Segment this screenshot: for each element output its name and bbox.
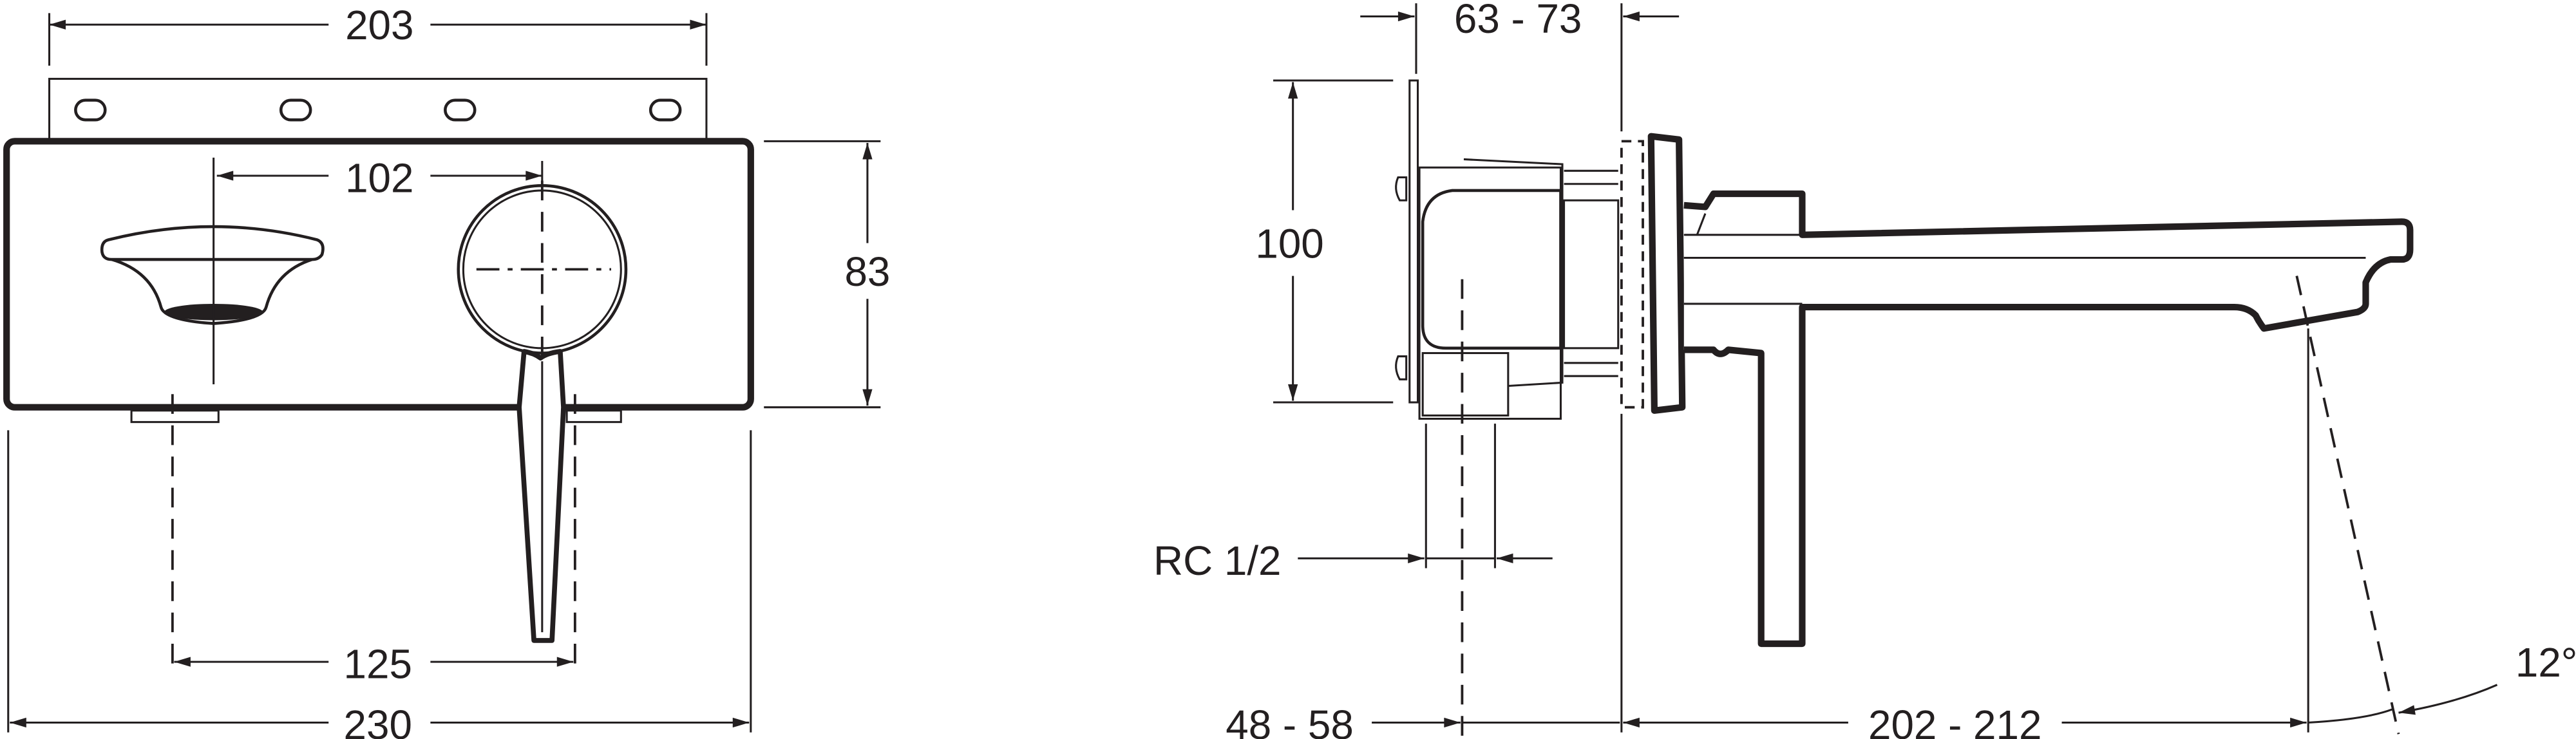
spout-front: [100, 157, 325, 384]
dim-spout-to-handle: 102: [216, 154, 544, 201]
dim-body-height: 83: [764, 140, 890, 409]
concealed-valve-body: [1395, 79, 1644, 420]
back-plate: [48, 77, 708, 142]
dim-backplate-width: 203: [48, 2, 708, 66]
dim-label-125: 125: [344, 641, 412, 688]
mounting-slot: [279, 98, 312, 122]
dim-label-203: 203: [345, 2, 413, 48]
mounting-slot: [74, 98, 107, 122]
dim-overall-width: 230: [7, 430, 752, 739]
dim-label-48-58: 48 - 58: [1226, 702, 1354, 739]
dim-pipe-depth: 48 - 58: [1226, 413, 1623, 739]
bottom-tab: [130, 409, 220, 424]
dim-label-100: 100: [1255, 221, 1323, 267]
dim-box-height: 100: [1255, 79, 1394, 404]
front-view: 203 102: [3, 2, 890, 739]
spout-side: [1683, 190, 2414, 648]
wall-flange: [1647, 133, 1686, 414]
faucet-body: [3, 138, 754, 411]
dim-label-230: 230: [344, 702, 412, 739]
mounting-slot: [444, 98, 477, 122]
dim-wall-depth: 63 - 73: [1360, 0, 1680, 132]
dim-label-rc-1-2: RC 1/2: [1153, 538, 1281, 584]
dim-label-83: 83: [844, 248, 890, 295]
dim-spray-angle: 12°: [2295, 276, 2576, 734]
dim-pipe-spacing: 125: [174, 641, 574, 688]
dim-label-202-212: 202 - 212: [1868, 702, 2041, 739]
dim-projection: 202 - 212: [1623, 328, 2309, 739]
dim-label-12-deg: 12°: [2515, 639, 2576, 686]
dim-label-102: 102: [345, 154, 413, 201]
bottom-tab: [565, 409, 622, 424]
handle-front: [457, 180, 628, 643]
dim-connection: RC 1/2: [1153, 538, 1553, 584]
mounting-slot: [649, 98, 682, 122]
side-view: 63 - 73 100: [1153, 0, 2576, 739]
dim-label-63-73: 63 - 73: [1454, 0, 1582, 42]
